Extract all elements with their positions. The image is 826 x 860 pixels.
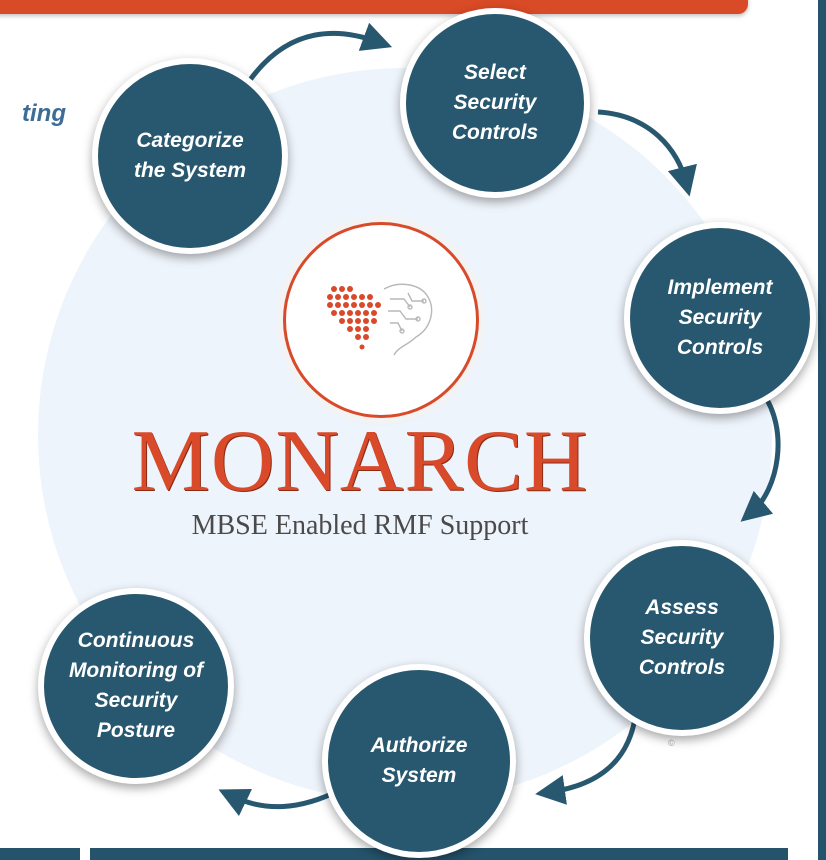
partial-heading-text: ting xyxy=(22,100,66,127)
heart-circuit-logo-icon xyxy=(327,283,433,356)
arrow-authorize-to-monitor xyxy=(218,787,342,817)
step-label: Select Security Controls xyxy=(451,61,539,144)
monarch-logo-badge xyxy=(283,222,479,418)
arrow-select-to-implement xyxy=(597,109,697,197)
monarch-subtitle: MBSE Enabled RMF Support xyxy=(191,510,529,541)
step-assess-security-controls: Assess Security Controls xyxy=(584,540,780,736)
bottom-left-block xyxy=(0,848,80,860)
step-label: Authorize System xyxy=(370,734,468,787)
step-label: Categorize the System xyxy=(133,129,247,182)
step-label: Assess Security Controls xyxy=(638,596,726,679)
top-banner xyxy=(0,0,748,14)
step-label: Continuous Monitoring of Security Postur… xyxy=(68,629,204,742)
copyright-mark: © xyxy=(668,738,675,748)
step-label: Implement Security Controls xyxy=(667,276,773,359)
step-continuous-monitoring: Continuous Monitoring of Security Postur… xyxy=(38,588,234,784)
arrow-assess-to-authorize xyxy=(535,711,639,805)
step-implement-security-controls: Implement Security Controls xyxy=(624,222,816,414)
step-authorize-system: Authorize System xyxy=(322,664,516,858)
right-edge-bar xyxy=(818,0,826,860)
arrow-implement-to-assess xyxy=(740,390,781,522)
arrow-categorize-to-select xyxy=(247,22,393,82)
step-categorize-system: Categorize the System xyxy=(92,58,288,254)
step-select-security-controls: Select Security Controls xyxy=(400,8,590,198)
logo-inner-disc xyxy=(298,237,464,403)
monarch-title: MONARCH xyxy=(131,413,589,510)
